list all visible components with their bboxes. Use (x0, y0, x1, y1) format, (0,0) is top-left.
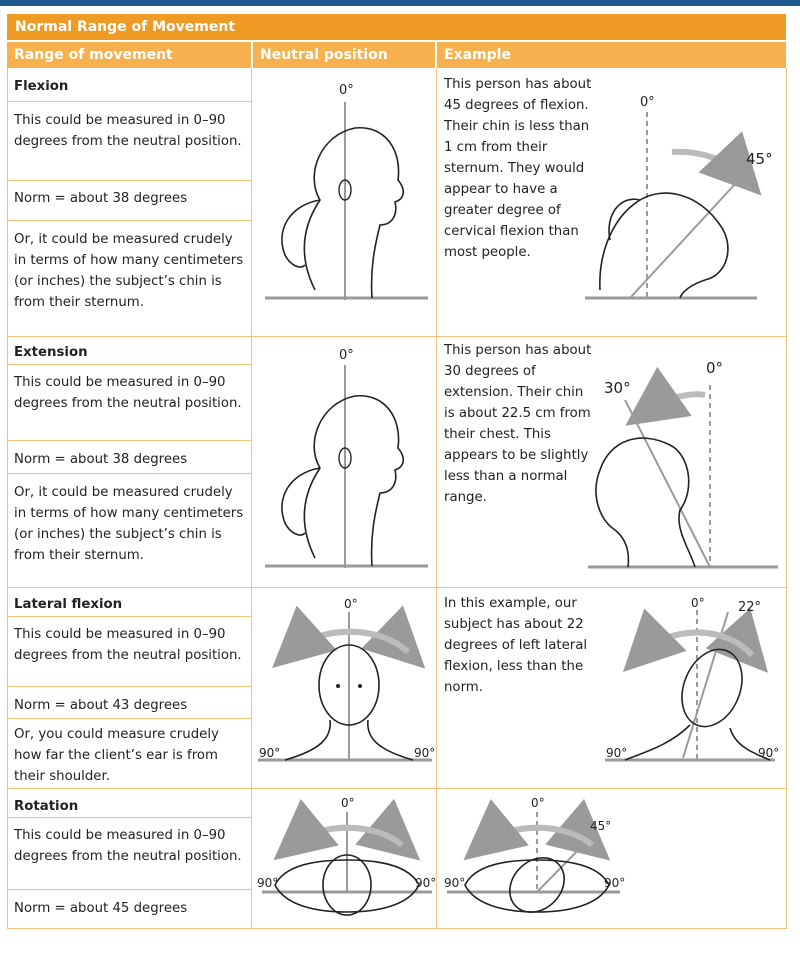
grid-line (786, 68, 787, 929)
movement-name-lateral-flexion: Lateral flexion (14, 597, 123, 612)
rotation-neutral-illustration: 0° 90° 90° (257, 796, 436, 916)
cell-divider (7, 686, 251, 687)
extension-example-text: This person has about 30 degrees of exte… (444, 343, 592, 505)
lateral-neutral-0-label: 0° (344, 597, 358, 611)
header-neutral-position: Neutral position (253, 42, 435, 68)
rotation-example-45-label: 45° (590, 819, 611, 833)
extension-example-30-label: 30° (604, 379, 631, 397)
rotation-example-illustration: 0° 45° 90° 90° (444, 796, 625, 913)
cell-divider (7, 473, 251, 474)
grid-line (7, 928, 787, 929)
extension-norm-text: Norm = about 38 degrees (14, 452, 188, 467)
movement-name-extension: Extension (14, 345, 88, 360)
cell-divider (7, 440, 251, 441)
lateral-example-90-right-label: 90° (758, 746, 779, 760)
rotation-norm-text: Norm = about 45 degrees (14, 901, 188, 916)
movement-name-rotation: Rotation (14, 799, 79, 814)
cell-divider (7, 889, 251, 890)
lateral-example-22-label: 22° (738, 600, 761, 615)
lateral-crude-text: Or, you could measure crudely how far th… (14, 727, 219, 784)
rotation-neutral-90-left-label: 90° (257, 876, 278, 890)
grid-line (436, 68, 437, 929)
rotation-example-0-label: 0° (531, 796, 545, 810)
cell-divider (7, 101, 251, 102)
lateral-example-text: In this example, our subject has about 2… (444, 596, 588, 695)
lateral-example-0-label: 0° (691, 596, 705, 610)
cell-divider (7, 817, 251, 818)
table-title: Normal Range of Movement (7, 14, 786, 40)
extension-measure-text: This could be measured in 0–90 degrees f… (14, 375, 242, 411)
row-divider (7, 788, 787, 789)
lateral-example-90-left-label: 90° (606, 746, 627, 760)
extension-neutral-0-label: 0° (339, 348, 354, 363)
lateral-measure-text: This could be measured in 0–90 degrees f… (14, 627, 242, 663)
flexion-norm-text: Norm = about 38 degrees (14, 191, 188, 206)
grid-line (251, 68, 252, 929)
lateral-neutral-90-right-label: 90° (414, 746, 435, 760)
row-divider (7, 587, 787, 588)
header-range-of-movement: Range of movement (7, 42, 251, 68)
flexion-neutral-0-label: 0° (339, 83, 354, 98)
cell-divider (7, 364, 251, 365)
cell-divider (7, 220, 251, 221)
rotation-example-90-right-label: 90° (604, 876, 625, 890)
grid-line (7, 68, 8, 929)
flexion-example-45-label: 45° (746, 150, 773, 168)
top-accent-bar (0, 0, 800, 6)
extension-crude-text: Or, it could be measured crudely in term… (14, 485, 244, 563)
movement-name-flexion: Flexion (14, 79, 69, 94)
flexion-neutral-illustration: 0° (265, 83, 428, 300)
lateral-norm-text: Norm = about 43 degrees (14, 698, 188, 713)
row-divider (7, 336, 787, 337)
flexion-crude-text: Or, it could be measured crudely in term… (14, 232, 244, 310)
header-example: Example (437, 42, 786, 68)
lateral-example-illustration: 0° 22° 90° 90° (605, 596, 779, 762)
rotation-neutral-90-right-label: 90° (415, 876, 436, 890)
rotation-neutral-0-label: 0° (341, 796, 355, 810)
lateral-neutral-90-left-label: 90° (259, 746, 280, 760)
extension-neutral-illustration: 0° (265, 348, 428, 568)
flexion-example-text: This person has about 45 degrees of flex… (444, 77, 592, 260)
extension-example-illustration: 0° 30° (588, 359, 778, 569)
rotation-measure-text: This could be measured in 0–90 degrees f… (14, 828, 242, 864)
rotation-example-90-left-label: 90° (444, 876, 465, 890)
cell-divider (7, 718, 251, 719)
cell-divider (7, 180, 251, 181)
extension-example-0-label: 0° (706, 359, 723, 377)
cell-divider (7, 616, 251, 617)
flexion-measure-text: This could be measured in 0–90 degrees f… (14, 113, 242, 149)
lateral-neutral-illustration: 0° 90° 90° (258, 597, 435, 762)
flexion-example-0-label: 0° (640, 95, 655, 110)
flexion-example-illustration: 0° 45° (585, 95, 773, 300)
